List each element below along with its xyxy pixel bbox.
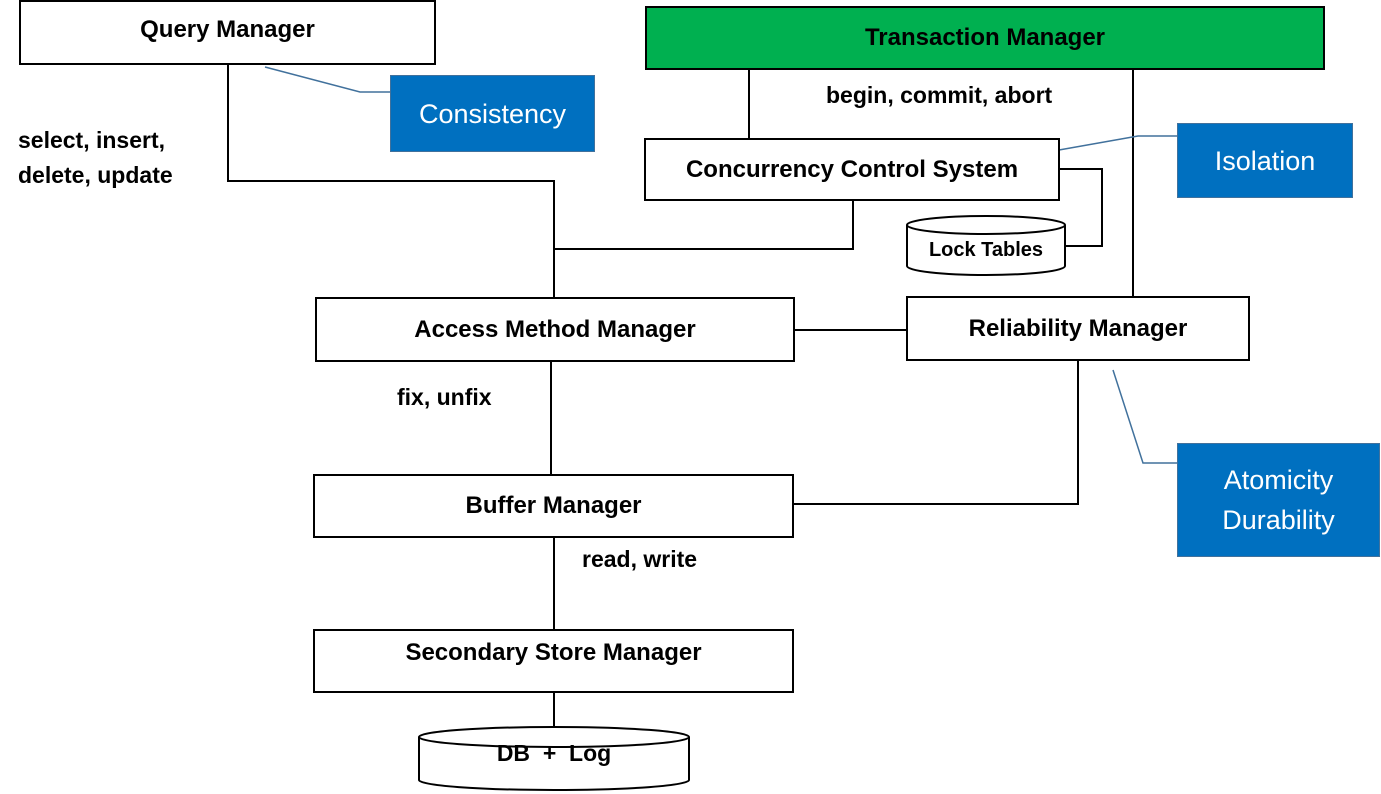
query-ops-label-line1: select, insert,: [18, 127, 166, 153]
access-method-manager-box: Access Method Manager: [315, 297, 795, 362]
secondary-store-manager-box: Secondary Store Manager: [313, 629, 794, 693]
concurrency-to-access-connector: [554, 200, 854, 250]
query-manager-label: Query Manager: [140, 16, 315, 43]
query-ops-label-line2: delete, update: [18, 162, 173, 188]
reliability-manager-label: Reliability Manager: [968, 314, 1188, 342]
consistency-leader: [264, 66, 390, 93]
consistency-label: Consistency: [418, 98, 567, 129]
isolation-label: Isolation: [1214, 145, 1316, 176]
transaction-manager-box: Transaction Manager: [645, 6, 1325, 70]
atomicity-label: Atomicity: [1223, 465, 1334, 495]
lock-tables-cylinder: [906, 215, 1066, 276]
db-log-label: DB + Log: [496, 739, 612, 766]
atomicity-leader: [1112, 369, 1177, 464]
durability-label: Durability: [1222, 505, 1335, 535]
secondary-store-manager-label: Secondary Store Manager: [405, 639, 702, 666]
concurrency-to-locktables-connector: [1059, 168, 1103, 247]
concurrency-control-box: Concurrency Control System: [644, 138, 1060, 201]
query-to-access-connector: [227, 64, 555, 298]
buffer-manager-label: Buffer Manager: [465, 492, 642, 519]
transaction-ops-label: begin, commit, abort: [826, 82, 1053, 108]
reliability-to-buffer-connector: [794, 360, 1079, 505]
consistency-callout: Consistency: [390, 75, 595, 152]
buffer-manager-box: Buffer Manager: [313, 474, 794, 538]
concurrency-control-label: Concurrency Control System: [685, 155, 1019, 183]
transaction-manager-label: Transaction Manager: [864, 24, 1106, 51]
atomicity-durability-callout: Atomicity Durability: [1177, 443, 1380, 557]
fix-unfix-label: fix, unfix: [397, 384, 492, 410]
reliability-manager-box: Reliability Manager: [906, 296, 1250, 361]
read-write-label: read, write: [582, 546, 698, 572]
isolation-callout: Isolation: [1177, 123, 1353, 198]
db-log-cylinder: [418, 726, 690, 791]
access-method-manager-label: Access Method Manager: [414, 315, 696, 343]
isolation-leader: [1058, 135, 1177, 151]
lock-tables-label: Lock Tables: [928, 238, 1044, 261]
query-manager-box: Query Manager: [19, 0, 436, 65]
